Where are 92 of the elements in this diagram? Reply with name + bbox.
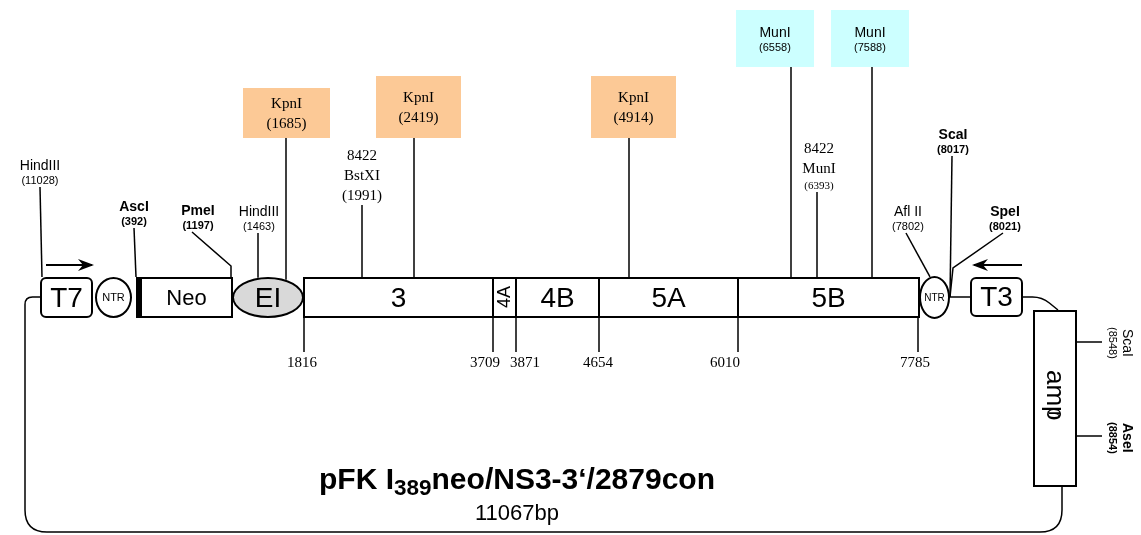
site-name: ScaI	[1119, 329, 1136, 357]
position-number: 3871	[510, 353, 540, 372]
resistance-gene-box	[1033, 310, 1077, 487]
leader-line	[1076, 435, 1103, 437]
element-label: NTR	[102, 290, 125, 306]
ntr-ellipse	[95, 277, 132, 318]
leader-line	[628, 137, 630, 278]
plasmid-title: pFK I$_{389}$neo/NS3-3‘/2879con	[318, 462, 716, 496]
site-name: SpeI	[990, 203, 1020, 220]
site-position: (392)	[121, 215, 147, 228]
position-tick	[492, 317, 494, 353]
site-position: (4914)	[613, 108, 654, 127]
site-name: AscI	[119, 198, 149, 215]
site-tag-box	[591, 76, 676, 138]
element-label: 4A	[493, 286, 515, 309]
site-tag-box	[831, 10, 909, 67]
element-label: Neo	[166, 284, 207, 312]
site-name: PmeI	[181, 202, 215, 219]
site-name: MunI	[759, 23, 791, 41]
leader-line	[191, 231, 232, 278]
position-number: 6010	[710, 353, 740, 372]
gene-segment	[303, 277, 494, 318]
site-name: BstXI	[344, 166, 380, 185]
gene-segment	[136, 277, 233, 318]
site-name: Afl II	[894, 203, 922, 220]
ei-ellipse	[232, 277, 304, 318]
element-label: 5A	[651, 280, 686, 315]
site-position: (1197)	[182, 219, 214, 232]
site-tag-box	[376, 76, 461, 138]
site-position: (1463)	[243, 220, 275, 233]
element-label: NTR	[924, 291, 945, 305]
position-tick	[917, 317, 919, 353]
site-position: (8548)	[1106, 327, 1119, 359]
leader-line	[39, 186, 43, 278]
gene-segment	[515, 277, 600, 318]
element-label: T3	[980, 280, 1013, 314]
position-number: 4654	[583, 353, 613, 372]
promoter-box	[40, 277, 93, 318]
leader-line	[871, 66, 873, 278]
site-name: MunI	[802, 159, 836, 178]
site-name: HindIII	[19, 157, 61, 174]
site-name: AseI	[1119, 423, 1136, 453]
site-name: ScaI	[938, 126, 968, 143]
site-name: HindIII	[238, 203, 280, 220]
site-tag-box	[736, 10, 814, 67]
leader-line	[1076, 341, 1103, 343]
backbone-line	[24, 296, 1063, 533]
position-tick	[737, 317, 739, 353]
element-label: 4B	[540, 280, 575, 315]
site-name: MunI	[854, 23, 886, 41]
gene-segment	[598, 277, 739, 318]
leader-line	[905, 232, 931, 278]
site-name: 8422	[347, 146, 377, 165]
site-position: (8021)	[989, 220, 1021, 233]
leader-line	[133, 227, 137, 278]
site-position: (2419)	[398, 108, 439, 127]
position-number: 3709	[470, 353, 500, 372]
position-number: 1816	[287, 353, 317, 372]
element-label: 5B	[811, 280, 846, 315]
site-position: (1991)	[342, 186, 382, 205]
backbone-line	[1022, 296, 1059, 311]
site-position: (7802)	[892, 220, 924, 233]
site-position: (7588)	[854, 40, 886, 54]
site-position: (6393)	[804, 178, 834, 192]
position-number: 7785	[900, 353, 930, 372]
element-label: T7	[50, 280, 83, 315]
site-position: (8017)	[937, 143, 969, 156]
gene-segment	[737, 277, 920, 318]
site-name: 8422	[804, 139, 834, 158]
site-position: (1685)	[266, 114, 307, 133]
leader-line	[361, 204, 363, 278]
leader-line	[257, 232, 259, 279]
position-tick	[598, 317, 600, 353]
site-position: (6558)	[759, 40, 791, 54]
site-name: KpnI	[618, 88, 649, 107]
leader-line	[413, 137, 415, 278]
element-label: EI	[254, 280, 282, 315]
site-tag-box	[243, 88, 330, 138]
plasmid-size: 11067bp	[474, 500, 560, 526]
site-position: (8854)	[1106, 422, 1119, 454]
leader-line	[816, 191, 818, 278]
element-label: 3	[390, 280, 407, 315]
ntr-ellipse	[919, 276, 950, 319]
site-name: KpnI	[403, 88, 434, 107]
position-tick	[303, 317, 305, 353]
backbone-line	[949, 296, 971, 298]
gene-segment	[492, 277, 517, 318]
site-name: KpnI	[271, 94, 302, 113]
site-position: (11028)	[21, 174, 59, 187]
promoter-box	[970, 277, 1023, 317]
position-tick	[515, 317, 517, 353]
leader-line	[790, 66, 792, 278]
